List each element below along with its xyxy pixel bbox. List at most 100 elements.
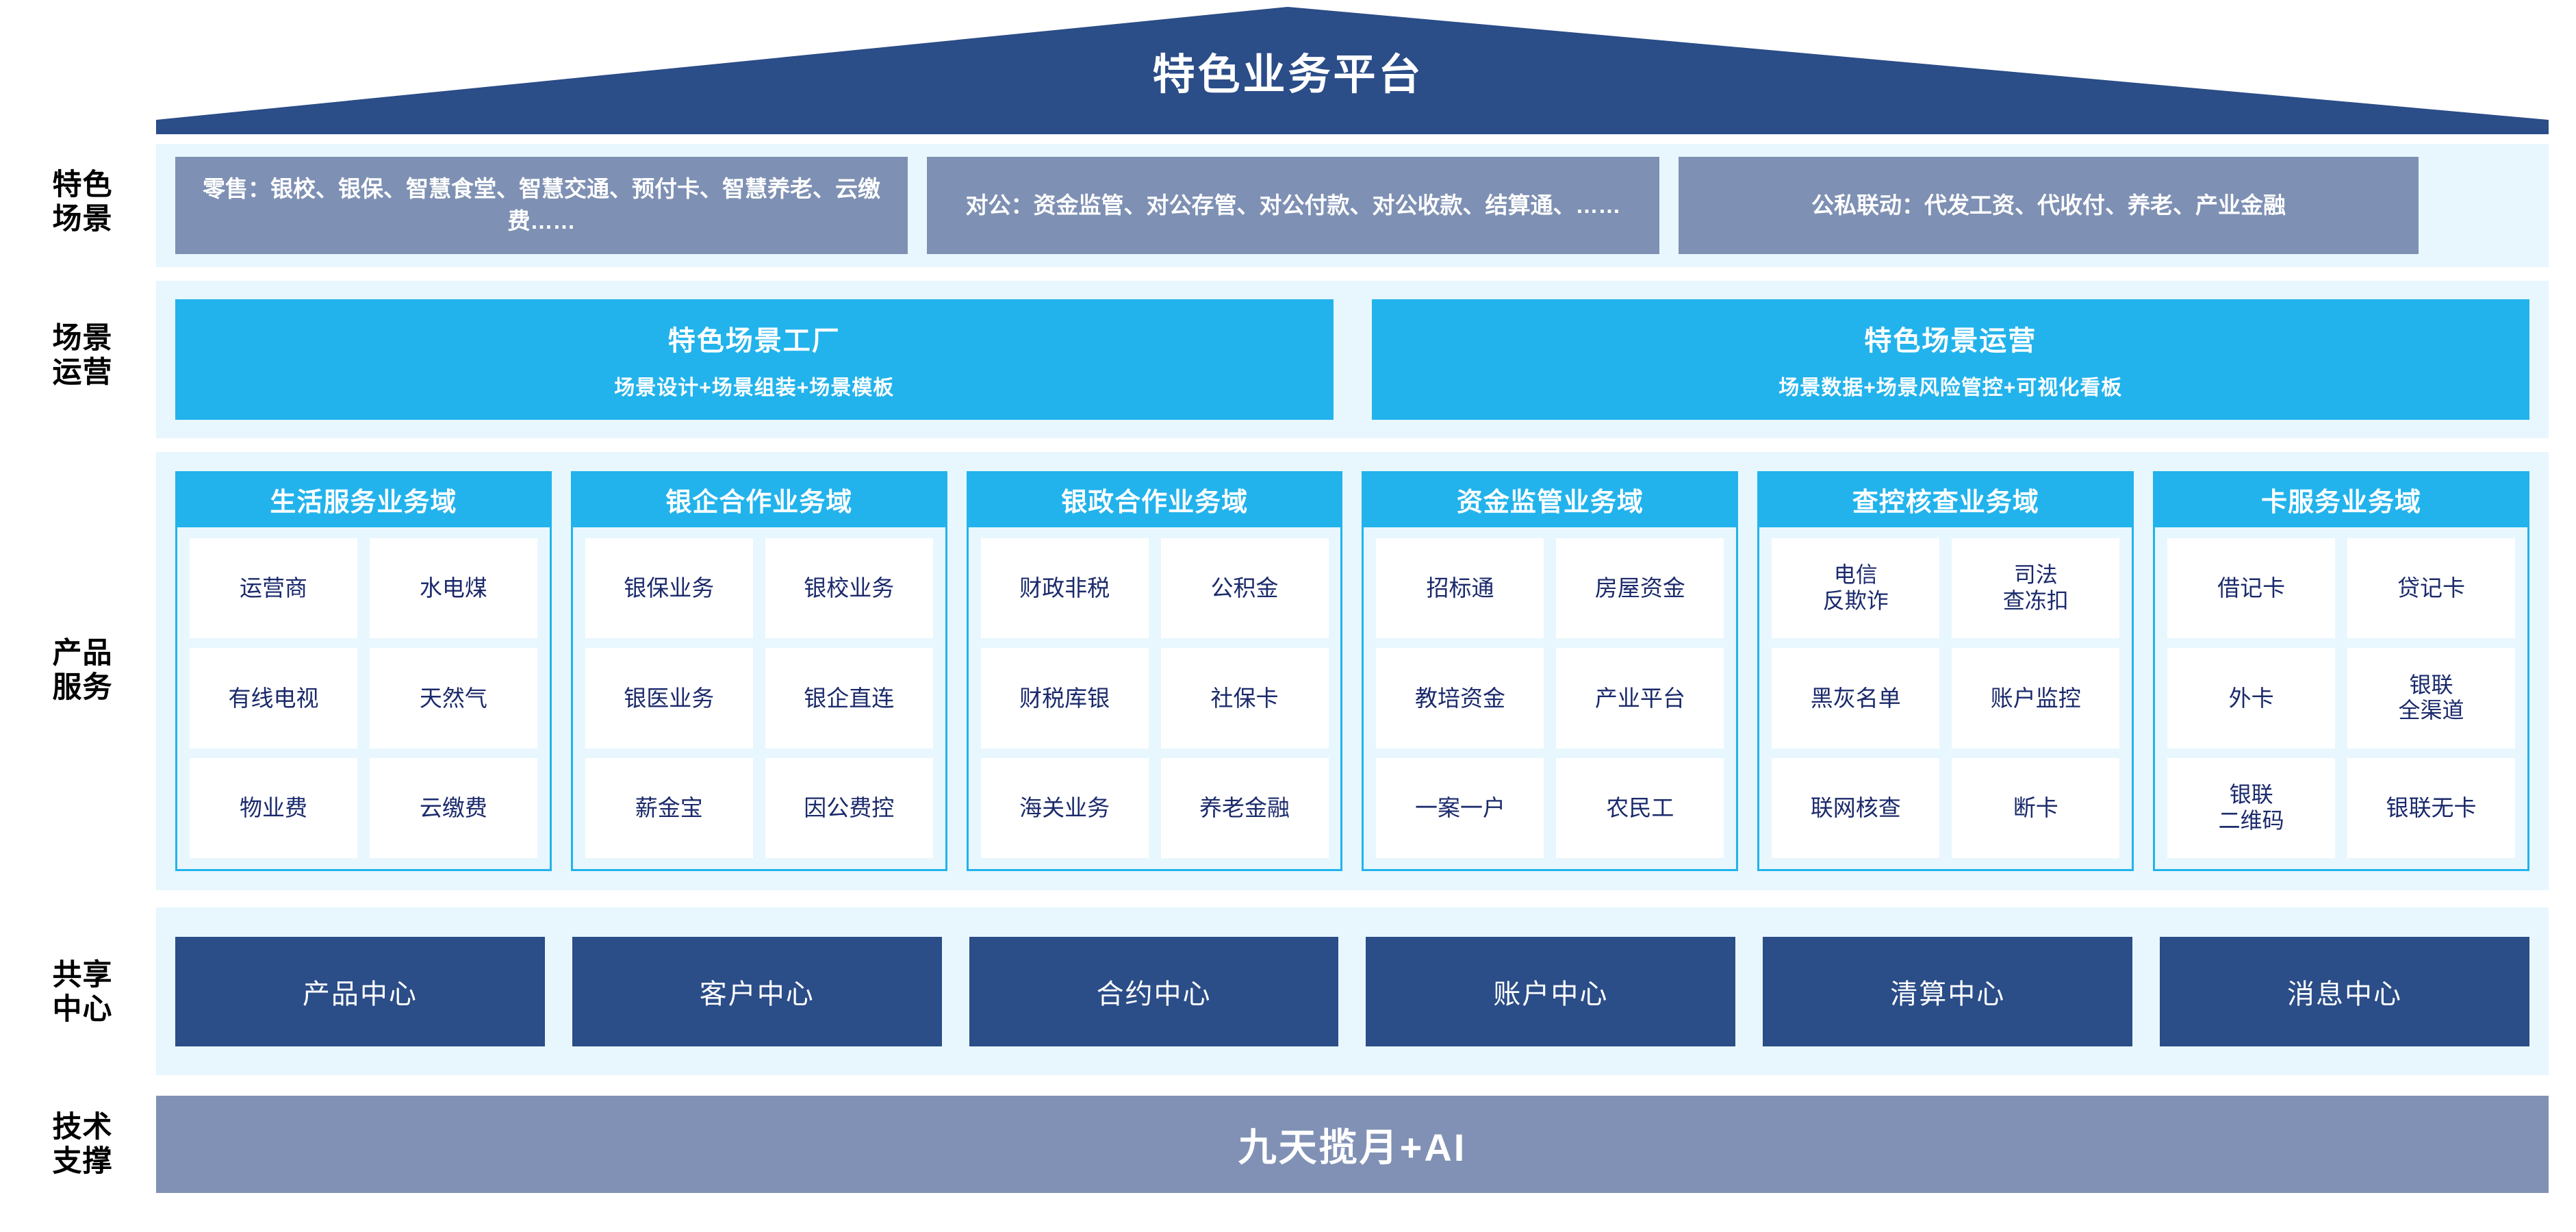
product-tile[interactable]: 银保业务 [585, 538, 753, 639]
row-label-tech-support-line2: 支撑 [52, 1144, 113, 1178]
scenario-box-public-private[interactable]: 公私联动：代发工资、代收付、养老、产业金融 [1679, 157, 2419, 254]
product-tile[interactable]: 银校业务 [765, 538, 933, 639]
shared-center-box[interactable]: 账户中心 [1366, 936, 1736, 1046]
product-tile[interactable]: 银医业务 [585, 648, 753, 749]
scenario-box-retail[interactable]: 零售：银校、银保、智慧食堂、智慧交通、预付卡、智慧养老、云缴费…… [175, 157, 908, 254]
row-label-featured-scenario-line1: 特色 [52, 168, 113, 201]
product-tile[interactable]: 教培资金 [1376, 648, 1544, 749]
shared-center-box[interactable]: 清算中心 [1763, 936, 2133, 1046]
product-tile[interactable]: 海关业务 [980, 757, 1149, 858]
scene-operation-panel: 特色场景工厂 场景设计+场景组装+场景模板 特色场景运营 场景数据+场景风险管控… [156, 281, 2549, 438]
product-tile[interactable]: 财政非税 [980, 538, 1149, 639]
product-tile[interactable]: 贷记卡 [2347, 538, 2515, 639]
business-domain-header[interactable]: 查控核查业务域 [1757, 471, 2134, 527]
product-tile[interactable]: 账户监控 [1952, 648, 2120, 749]
business-domain-body: 借记卡贷记卡外卡银联全渠道银联二维码银联无卡 [2155, 527, 2527, 869]
shared-center-box[interactable]: 合约中心 [969, 936, 1339, 1046]
product-tile-row: 黑灰名单账户监控 [1772, 648, 2120, 749]
product-tile[interactable]: 房屋资金 [1556, 538, 1724, 639]
product-tile[interactable]: 薪金宝 [585, 757, 753, 858]
tech-support-bar[interactable]: 九天揽月+AI [156, 1096, 2549, 1193]
shared-center-box[interactable]: 客户中心 [572, 936, 942, 1046]
product-tile-row: 联网核查断卡 [1772, 757, 2120, 858]
business-domain-header[interactable]: 银企合作业务域 [570, 471, 947, 527]
product-tile[interactable]: 银联二维码 [2167, 757, 2336, 858]
product-tile[interactable]: 养老金融 [1160, 757, 1329, 858]
product-tile[interactable]: 银联无卡 [2347, 757, 2515, 858]
product-tile-row: 海关业务养老金融 [980, 757, 1329, 858]
product-tile-row: 银医业务银企直连 [585, 648, 933, 749]
product-tile[interactable]: 财税库银 [980, 648, 1149, 749]
business-domain-column: 银政合作业务域财政非税公积金财税库银社保卡海关业务养老金融 [966, 471, 1343, 871]
product-tile-row: 借记卡贷记卡 [2167, 538, 2515, 639]
row-label-featured-scenario: 特色 场景 [12, 168, 153, 237]
product-tile-row: 银联二维码银联无卡 [2167, 757, 2515, 858]
business-domain-body: 财政非税公积金财税库银社保卡海关业务养老金融 [969, 527, 1341, 869]
product-tile[interactable]: 社保卡 [1160, 648, 1329, 749]
product-tile[interactable]: 一案一户 [1376, 757, 1544, 858]
business-domain-header[interactable]: 卡服务业务域 [2153, 471, 2529, 527]
product-tile[interactable]: 联网核查 [1772, 757, 1940, 858]
business-domain-header[interactable]: 生活服务业务域 [175, 471, 552, 527]
business-domain-column: 生活服务业务域运营商水电煤有线电视天然气物业费云缴费 [175, 471, 552, 871]
product-tile[interactable]: 银联全渠道 [2347, 648, 2515, 749]
row-label-tech-support-line1: 技术 [52, 1111, 113, 1144]
product-tile[interactable]: 云缴费 [369, 757, 537, 858]
product-tile[interactable]: 借记卡 [2167, 538, 2336, 639]
row-label-scene-operation-line1: 场景 [52, 322, 113, 355]
product-tile[interactable]: 黑灰名单 [1772, 648, 1940, 749]
scenario-box-corporate[interactable]: 对公：资金监管、对公存管、对公付款、对公收款、结算通、…… [927, 157, 1659, 254]
shared-center-panel: 产品中心客户中心合约中心账户中心清算中心消息中心 [156, 907, 2549, 1075]
row-label-product-service-line2: 服务 [52, 670, 113, 704]
row-label-shared-center: 共享 中心 [12, 959, 153, 1027]
business-domain-header[interactable]: 资金监管业务域 [1362, 471, 1739, 527]
row-label-scene-operation: 场景 运营 [12, 322, 153, 390]
scene-operation-title: 特色场景运营 [1864, 326, 2037, 356]
product-tile[interactable]: 因公费控 [765, 757, 933, 858]
business-domain-column: 银企合作业务域银保业务银校业务银医业务银企直连薪金宝因公费控 [570, 471, 947, 871]
row-label-scene-operation-line2: 运营 [52, 355, 113, 389]
row-label-shared-center-line2: 中心 [52, 992, 113, 1026]
product-tile-row: 一案一户农民工 [1376, 757, 1724, 858]
business-domain-header[interactable]: 银政合作业务域 [966, 471, 1343, 527]
product-tile-row: 电信反欺诈司法查冻扣 [1772, 538, 2120, 639]
product-tile[interactable]: 产业平台 [1556, 648, 1724, 749]
scene-factory-title: 特色场景工厂 [667, 326, 841, 356]
row-label-shared-center-line1: 共享 [52, 959, 113, 992]
product-tile[interactable]: 招标通 [1376, 538, 1544, 639]
tech-support-panel: 九天揽月+AI [156, 1096, 2549, 1193]
product-tile[interactable]: 运营商 [190, 538, 357, 639]
product-tile[interactable]: 断卡 [1952, 757, 2120, 858]
product-tile[interactable]: 天然气 [369, 648, 537, 749]
product-tile[interactable]: 公积金 [1160, 538, 1329, 639]
product-tile[interactable]: 有线电视 [190, 648, 357, 749]
scene-operation-subtitle: 场景数据+场景风险管控+可视化看板 [1778, 377, 2123, 399]
product-tile[interactable]: 电信反欺诈 [1772, 538, 1940, 639]
product-tile-row: 物业费云缴费 [190, 757, 537, 858]
row-label-tech-support: 技术 支撑 [12, 1111, 153, 1179]
product-tile[interactable]: 物业费 [190, 757, 357, 858]
scene-factory-card[interactable]: 特色场景工厂 场景设计+场景组装+场景模板 [175, 299, 1334, 420]
product-tile[interactable]: 农民工 [1556, 757, 1724, 858]
product-tile-row: 薪金宝因公费控 [585, 757, 933, 858]
platform-roof-banner [0, 0, 2576, 140]
business-domain-column: 卡服务业务域借记卡贷记卡外卡银联全渠道银联二维码银联无卡 [2153, 471, 2529, 871]
featured-scenario-panel: 零售：银校、银保、智慧食堂、智慧交通、预付卡、智慧养老、云缴费…… 对公：资金监… [156, 144, 2549, 267]
scene-operation-card[interactable]: 特色场景运营 场景数据+场景风险管控+可视化看板 [1371, 299, 2529, 420]
business-domain-body: 电信反欺诈司法查冻扣黑灰名单账户监控联网核查断卡 [1759, 527, 2132, 869]
product-tile-row: 有线电视天然气 [190, 648, 537, 749]
product-tile[interactable]: 水电煤 [369, 538, 537, 639]
product-tile-row: 教培资金产业平台 [1376, 648, 1724, 749]
product-tile[interactable]: 外卡 [2167, 648, 2336, 749]
business-domain-column: 查控核查业务域电信反欺诈司法查冻扣黑灰名单账户监控联网核查断卡 [1757, 471, 2134, 871]
scene-factory-subtitle: 场景设计+场景组装+场景模板 [614, 377, 895, 399]
business-domain-body: 招标通房屋资金教培资金产业平台一案一户农民工 [1364, 527, 1736, 869]
shared-center-box[interactable]: 消息中心 [2160, 936, 2529, 1046]
page-title: 特色业务平台 [1152, 51, 1424, 99]
row-label-product-service: 产品 服务 [12, 637, 153, 705]
shared-center-box[interactable]: 产品中心 [175, 936, 545, 1046]
product-tile[interactable]: 银企直连 [765, 648, 933, 749]
product-service-panel: 生活服务业务域运营商水电煤有线电视天然气物业费云缴费银企合作业务域银保业务银校业… [156, 452, 2549, 890]
business-domain-column: 资金监管业务域招标通房屋资金教培资金产业平台一案一户农民工 [1362, 471, 1739, 871]
product-tile[interactable]: 司法查冻扣 [1952, 538, 2120, 639]
